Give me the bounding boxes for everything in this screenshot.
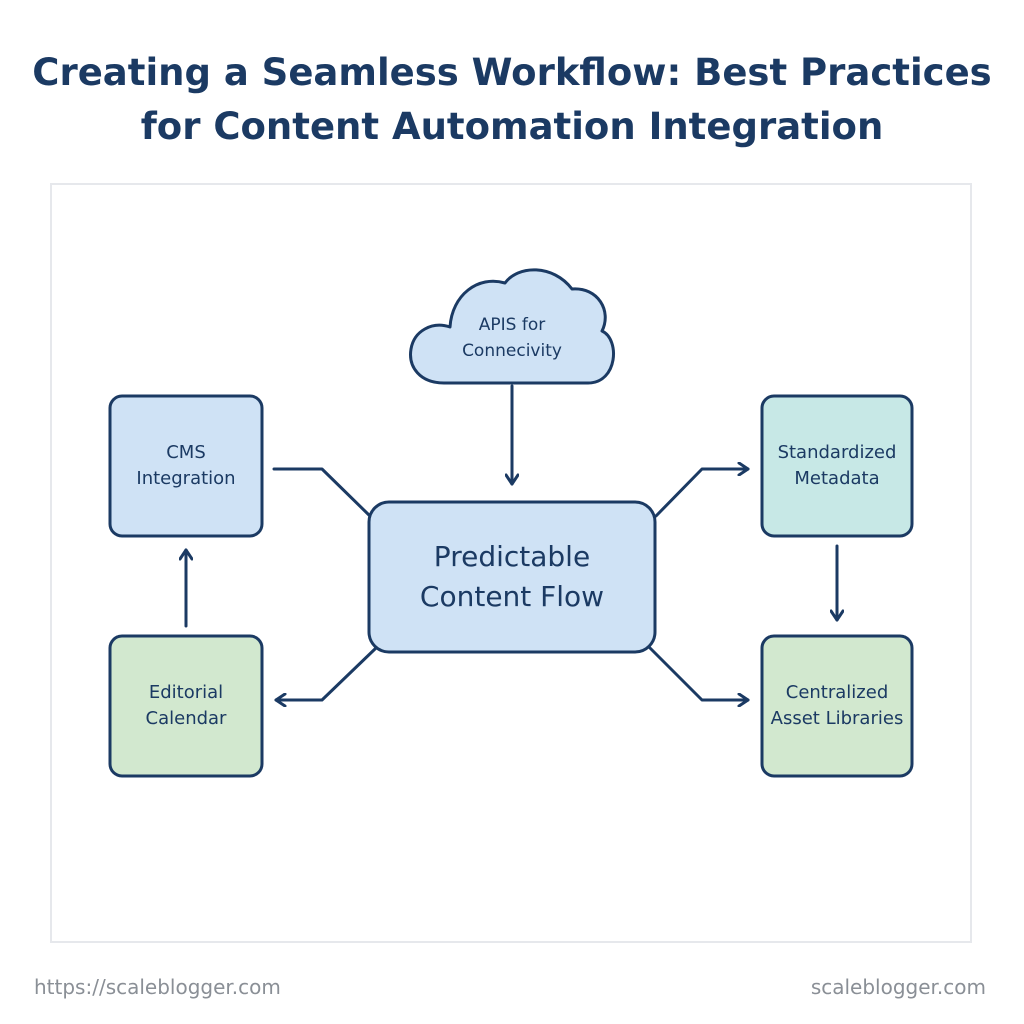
assets-label-line-2: Asset Libraries (770, 708, 904, 729)
connector-center-to-calendar (274, 646, 378, 700)
cloud-label-line-2: Connecivity (462, 341, 562, 361)
title-line-1: Creating a Seamless Workflow: Best Pract… (32, 51, 992, 94)
cms-label-line-1: CMS (166, 442, 206, 463)
connector-center-to-metadata (654, 469, 750, 518)
cms-label-line-2: Integration (136, 468, 236, 489)
cloud-label-line-1: APIS for (478, 315, 546, 335)
footer-url: https://scaleblogger.com (34, 975, 281, 999)
calendar-label-line-1: Editorial (148, 682, 224, 703)
assets-label-line-1: Centralized (785, 682, 889, 703)
metadata-label-line-2: Metadata (794, 468, 880, 489)
cms-label: CMS Integration (110, 396, 262, 536)
box-standardized-metadata (760, 394, 914, 538)
calendar-label-line-2: Calendar (145, 708, 227, 729)
center-label-line-1: Predictable (433, 540, 591, 573)
cloud-label: APIS for Connecivity (430, 310, 594, 366)
connector-center-to-assets (648, 646, 750, 700)
calendar-label: Editorial Calendar (110, 636, 262, 776)
assets-label: Centralized Asset Libraries (752, 636, 922, 776)
center-label: Predictable Content Flow (369, 502, 655, 652)
connector-center-to-cms (272, 467, 372, 518)
box-centralized-asset-libraries (760, 634, 914, 778)
center-label-line-2: Content Flow (419, 580, 605, 613)
box-predictable-content-flow (367, 500, 657, 654)
page-title: Creating a Seamless Workflow: Best Pract… (0, 46, 1024, 154)
box-cms-integration (108, 394, 264, 538)
title-line-2: for Content Automation Integration (140, 105, 884, 148)
metadata-label-line-1: Standardized (777, 442, 897, 463)
cloud-shape (409, 268, 615, 385)
diagram-frame (50, 183, 972, 943)
box-editorial-calendar (108, 634, 264, 778)
metadata-label: Standardized Metadata (762, 396, 912, 536)
footer-brand: scaleblogger.com (810, 975, 986, 999)
